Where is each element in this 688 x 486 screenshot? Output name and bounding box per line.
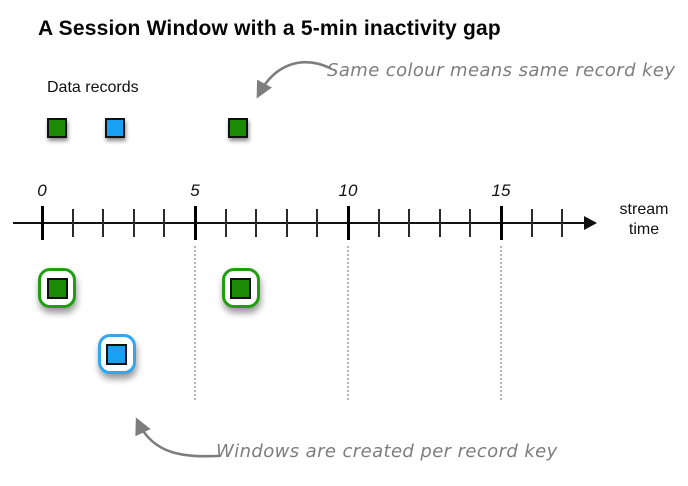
- curved-arrow-icon: [135, 417, 220, 458]
- timeline-arrowhead-icon: [584, 216, 597, 230]
- stream-time-line2: time: [628, 221, 660, 238]
- timeline-tick: [163, 209, 166, 237]
- green-session-window: [221, 268, 260, 308]
- tick-label: 5: [190, 181, 200, 200]
- page-title: A Session Window with a 5-min inactivity…: [38, 17, 501, 40]
- timeline-tick: [193, 206, 197, 240]
- green-record-square: [230, 277, 252, 299]
- inactivity-gap-gridline: [500, 246, 502, 400]
- timeline-tick: [499, 206, 503, 240]
- curved-arrow-icon: [256, 60, 332, 99]
- timeline-tick: [316, 209, 319, 237]
- data-records-label: Data records: [47, 79, 139, 96]
- inactivity-gap-gridline: [194, 246, 196, 400]
- timeline-tick: [346, 206, 350, 240]
- annotation-windows-created: Windows are created per record key: [216, 441, 558, 462]
- annotation-same-colour: Same colour means same record key: [327, 60, 676, 81]
- timeline-tick: [255, 209, 258, 237]
- green-record-square: [47, 118, 68, 138]
- tick-label: 0: [37, 181, 47, 200]
- stream-time-line1: stream: [619, 201, 669, 218]
- timeline-tick: [469, 209, 472, 237]
- timeline-tick: [102, 209, 105, 237]
- timeline-tick: [561, 209, 564, 237]
- timeline-tick: [40, 206, 44, 240]
- green-record-square: [46, 277, 68, 299]
- blue-record-square: [106, 343, 128, 365]
- timeline-tick: [285, 209, 288, 237]
- inactivity-gap-gridline: [347, 246, 349, 400]
- timeline-tick: [224, 209, 227, 237]
- green-record-square: [227, 118, 248, 138]
- blue-record-square: [105, 118, 126, 138]
- stream-time-label: stream time: [606, 200, 682, 240]
- timeline-tick: [132, 209, 135, 237]
- timeline-tick: [530, 209, 533, 237]
- timeline-tick: [71, 209, 74, 237]
- tick-label: 10: [338, 181, 358, 200]
- timeline-axis-line: [13, 222, 586, 224]
- blue-session-window: [97, 334, 136, 374]
- tick-label: 15: [491, 181, 511, 200]
- timeline-tick: [408, 209, 411, 237]
- timeline-tick: [377, 209, 380, 237]
- green-session-window: [38, 268, 77, 308]
- timeline-tick: [438, 209, 441, 237]
